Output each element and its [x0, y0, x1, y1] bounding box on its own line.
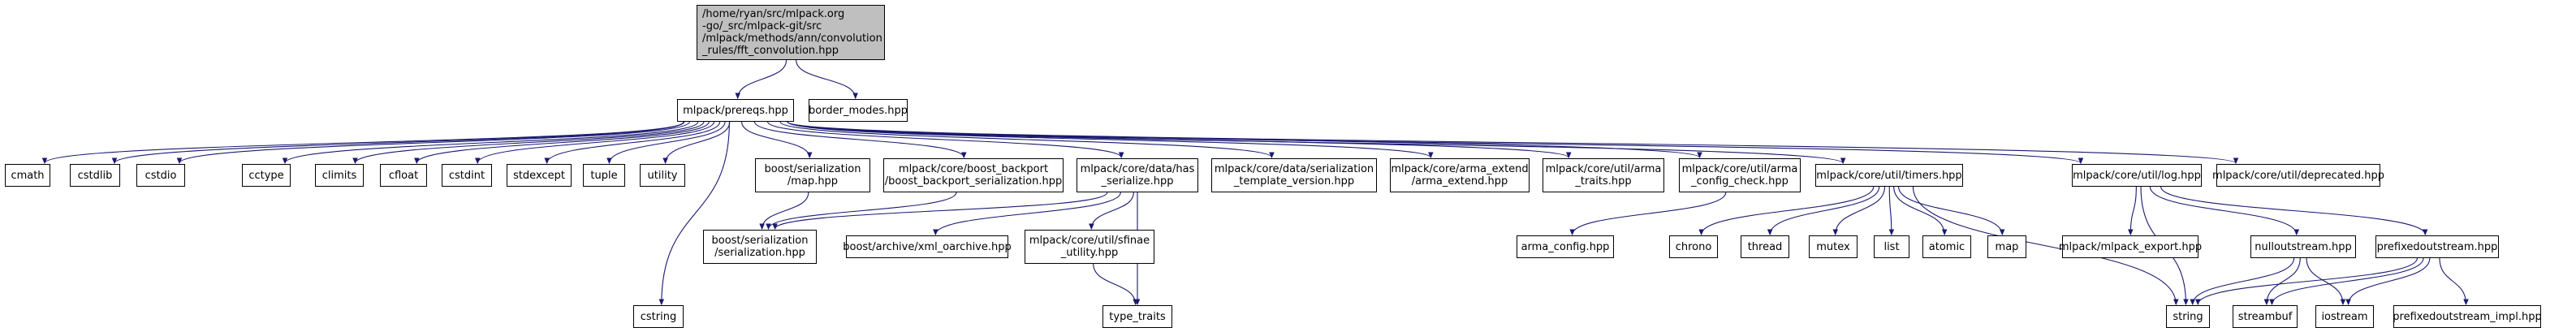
- graph-node-arma_config[interactable]: arma_config.hpp: [1517, 235, 1614, 258]
- include-edge-prereqs-to-utility: [662, 121, 731, 165]
- include-edge-prereqs-to-cstdlib: [111, 121, 685, 165]
- graph-node-streambuf[interactable]: streambuf: [2233, 305, 2298, 328]
- include-edge-prefixedoutstream-to-string: [2195, 257, 2418, 306]
- include-edge-arma_config_check-to-arma_config: [1569, 192, 1727, 236]
- include-edge-sfinae_utility-to-type_traits: [1093, 263, 1138, 306]
- graph-node-arma_extend[interactable]: mlpack/core/arma_extend/arma_extend.hpp: [1390, 158, 1530, 192]
- include-edge-log-to-mlpack_export: [2128, 186, 2137, 236]
- graph-node-cfloat[interactable]: cfloat: [380, 164, 427, 187]
- include-edge-has_serialize-to-xml_oarchive: [933, 192, 1121, 236]
- graph-node-root: /home/ryan/src/mlpack.org-go/_src/mlpack…: [697, 5, 885, 60]
- include-edge-prefixedoutstream-to-iostream: [2345, 257, 2431, 306]
- include-edge-prefixedoutstream-to-streambuf: [2269, 257, 2424, 306]
- graph-node-climits[interactable]: climits: [315, 164, 364, 187]
- graph-node-timers[interactable]: mlpack/core/util/timers.hpp: [1815, 164, 1963, 187]
- graph-node-type_traits[interactable]: type_traits: [1102, 305, 1172, 328]
- graph-node-cmath[interactable]: cmath: [5, 164, 50, 187]
- graph-node-tuple[interactable]: tuple: [583, 164, 625, 187]
- include-edge-prereqs-to-deprecated: [787, 121, 2238, 165]
- include-edge-prereqs-to-arma_traits: [787, 121, 1572, 159]
- graph-node-border_modes[interactable]: border_modes.hpp: [809, 99, 908, 122]
- graph-node-arma_traits[interactable]: mlpack/core/util/arma_traits.hpp: [1543, 158, 1664, 192]
- include-edge-prereqs-to-tuple: [606, 121, 726, 165]
- include-edge-prereqs-to-cstdio: [176, 121, 690, 165]
- include-edge-timers-to-list: [1888, 186, 1895, 236]
- include-edge-nulloutstream-to-streambuf: [2263, 257, 2301, 306]
- include-edge-prereqs-to-cctype: [282, 121, 699, 165]
- graph-node-list[interactable]: list: [1874, 235, 1909, 258]
- graph-node-sfinae_utility[interactable]: mlpack/core/util/sfinae_utility.hpp: [1025, 230, 1154, 264]
- graph-node-thread[interactable]: thread: [1741, 235, 1789, 258]
- include-edge-prereqs-to-boost_backport: [753, 121, 967, 159]
- include-edge-prereqs-to-cfloat: [414, 121, 710, 165]
- graph-node-prereqs[interactable]: mlpack/prereqs.hpp: [677, 99, 794, 122]
- graph-node-ser_template_version[interactable]: mlpack/core/data/serialization_template_…: [1211, 158, 1377, 192]
- include-edge-boost_backport-to-boost_serialization: [766, 192, 957, 231]
- graph-node-boost_serialization[interactable]: boost/serialization/serialization.hpp: [703, 230, 817, 264]
- graph-node-map[interactable]: map: [1987, 235, 2026, 258]
- include-edge-timers-to-mutex: [1832, 186, 1886, 236]
- include-edge-prefixedoutstream-to-prefixedoutstream_impl: [2439, 257, 2469, 306]
- include-edge-prereqs-to-stdexcept: [544, 121, 721, 165]
- include-edge-root-to-border_modes: [796, 59, 858, 100]
- graph-node-xml_oarchive[interactable]: boost/archive/xml_oarchive.hpp: [843, 235, 1012, 258]
- include-edge-prereqs-to-timers: [787, 121, 1846, 165]
- include-edge-nulloutstream-to-iostream: [2306, 257, 2346, 306]
- include-edge-timers-to-map: [1898, 186, 2005, 236]
- include-edge-log-to-prefixedoutstream: [2160, 186, 2428, 236]
- include-edge-timers-to-atomic: [1893, 186, 1948, 236]
- include-edge-prereqs-to-arma_extend: [787, 121, 1434, 159]
- graph-node-cstring[interactable]: cstring: [633, 305, 684, 328]
- graph-node-cctype[interactable]: cctype: [242, 164, 291, 187]
- include-edge-prereqs-to-cstring: [658, 121, 730, 306]
- graph-node-mlpack_export[interactable]: mlpack/mlpack_export.hpp: [2059, 235, 2202, 258]
- include-edge-has_serialize-to-boost_serialization: [772, 192, 1108, 231]
- include-edge-prereqs-to-climits: [352, 121, 705, 165]
- graph-node-prefixedoutstream_impl[interactable]: prefixedoutstream_impl.hpp: [2393, 305, 2542, 328]
- graph-node-chrono[interactable]: chrono: [1669, 235, 1718, 258]
- include-edge-prereqs-to-cmath: [41, 121, 684, 165]
- include-edge-has_serialize-to-sfinae_utility: [1089, 192, 1134, 231]
- graph-node-deprecated[interactable]: mlpack/core/util/deprecated.hpp: [2212, 164, 2384, 187]
- graph-node-stdexcept[interactable]: stdexcept: [507, 164, 572, 187]
- graph-node-log[interactable]: mlpack/core/util/log.hpp: [2072, 164, 2202, 187]
- include-edge-timers-to-thread: [1767, 186, 1880, 236]
- graph-node-cstdint[interactable]: cstdint: [442, 164, 492, 187]
- graph-node-boost_ser_map[interactable]: boost/serialization/map.hpp: [755, 158, 870, 192]
- include-edge-prereqs-to-has_serialize: [767, 121, 1124, 159]
- include-edge-prereqs-to-log: [787, 121, 2083, 165]
- include-edge-nulloutstream-to-string: [2190, 257, 2295, 306]
- graph-node-cstdlib[interactable]: cstdlib: [70, 164, 120, 187]
- graph-node-nulloutstream[interactable]: nulloutstream.hpp: [2250, 235, 2356, 258]
- include-edge-boost_ser_map-to-boost_serialization: [759, 192, 809, 231]
- graph-node-iostream[interactable]: iostream: [2315, 305, 2374, 328]
- graph-node-string[interactable]: string: [2166, 305, 2210, 328]
- graph-node-prefixedoutstream[interactable]: prefixedoutstream.hpp: [2375, 235, 2499, 258]
- include-edge-prereqs-to-arma_config_check: [787, 121, 1702, 159]
- include-edge-log-to-nulloutstream: [2149, 186, 2300, 236]
- graph-node-atomic[interactable]: atomic: [1922, 235, 1971, 258]
- graph-node-has_serialize[interactable]: mlpack/core/data/has_serialize.hpp: [1077, 158, 1198, 192]
- graph-node-mutex[interactable]: mutex: [1809, 235, 1858, 258]
- graph-node-utility[interactable]: utility: [640, 164, 685, 187]
- include-edge-prereqs-to-ser_template_version: [779, 121, 1275, 159]
- include-edge-prereqs-to-boost_ser_map: [741, 121, 813, 159]
- include-edge-timers-to-chrono: [1698, 186, 1875, 236]
- graph-node-cstdio[interactable]: cstdio: [136, 164, 185, 187]
- include-edge-root-to-prereqs: [735, 59, 787, 100]
- graph-node-arma_config_check[interactable]: mlpack/core/util/arma_config_check.hpp: [1679, 158, 1801, 192]
- graph-node-boost_backport[interactable]: mlpack/core/boost_backport/boost_backpor…: [883, 158, 1064, 192]
- include-edge-prereqs-to-cstdint: [475, 121, 715, 165]
